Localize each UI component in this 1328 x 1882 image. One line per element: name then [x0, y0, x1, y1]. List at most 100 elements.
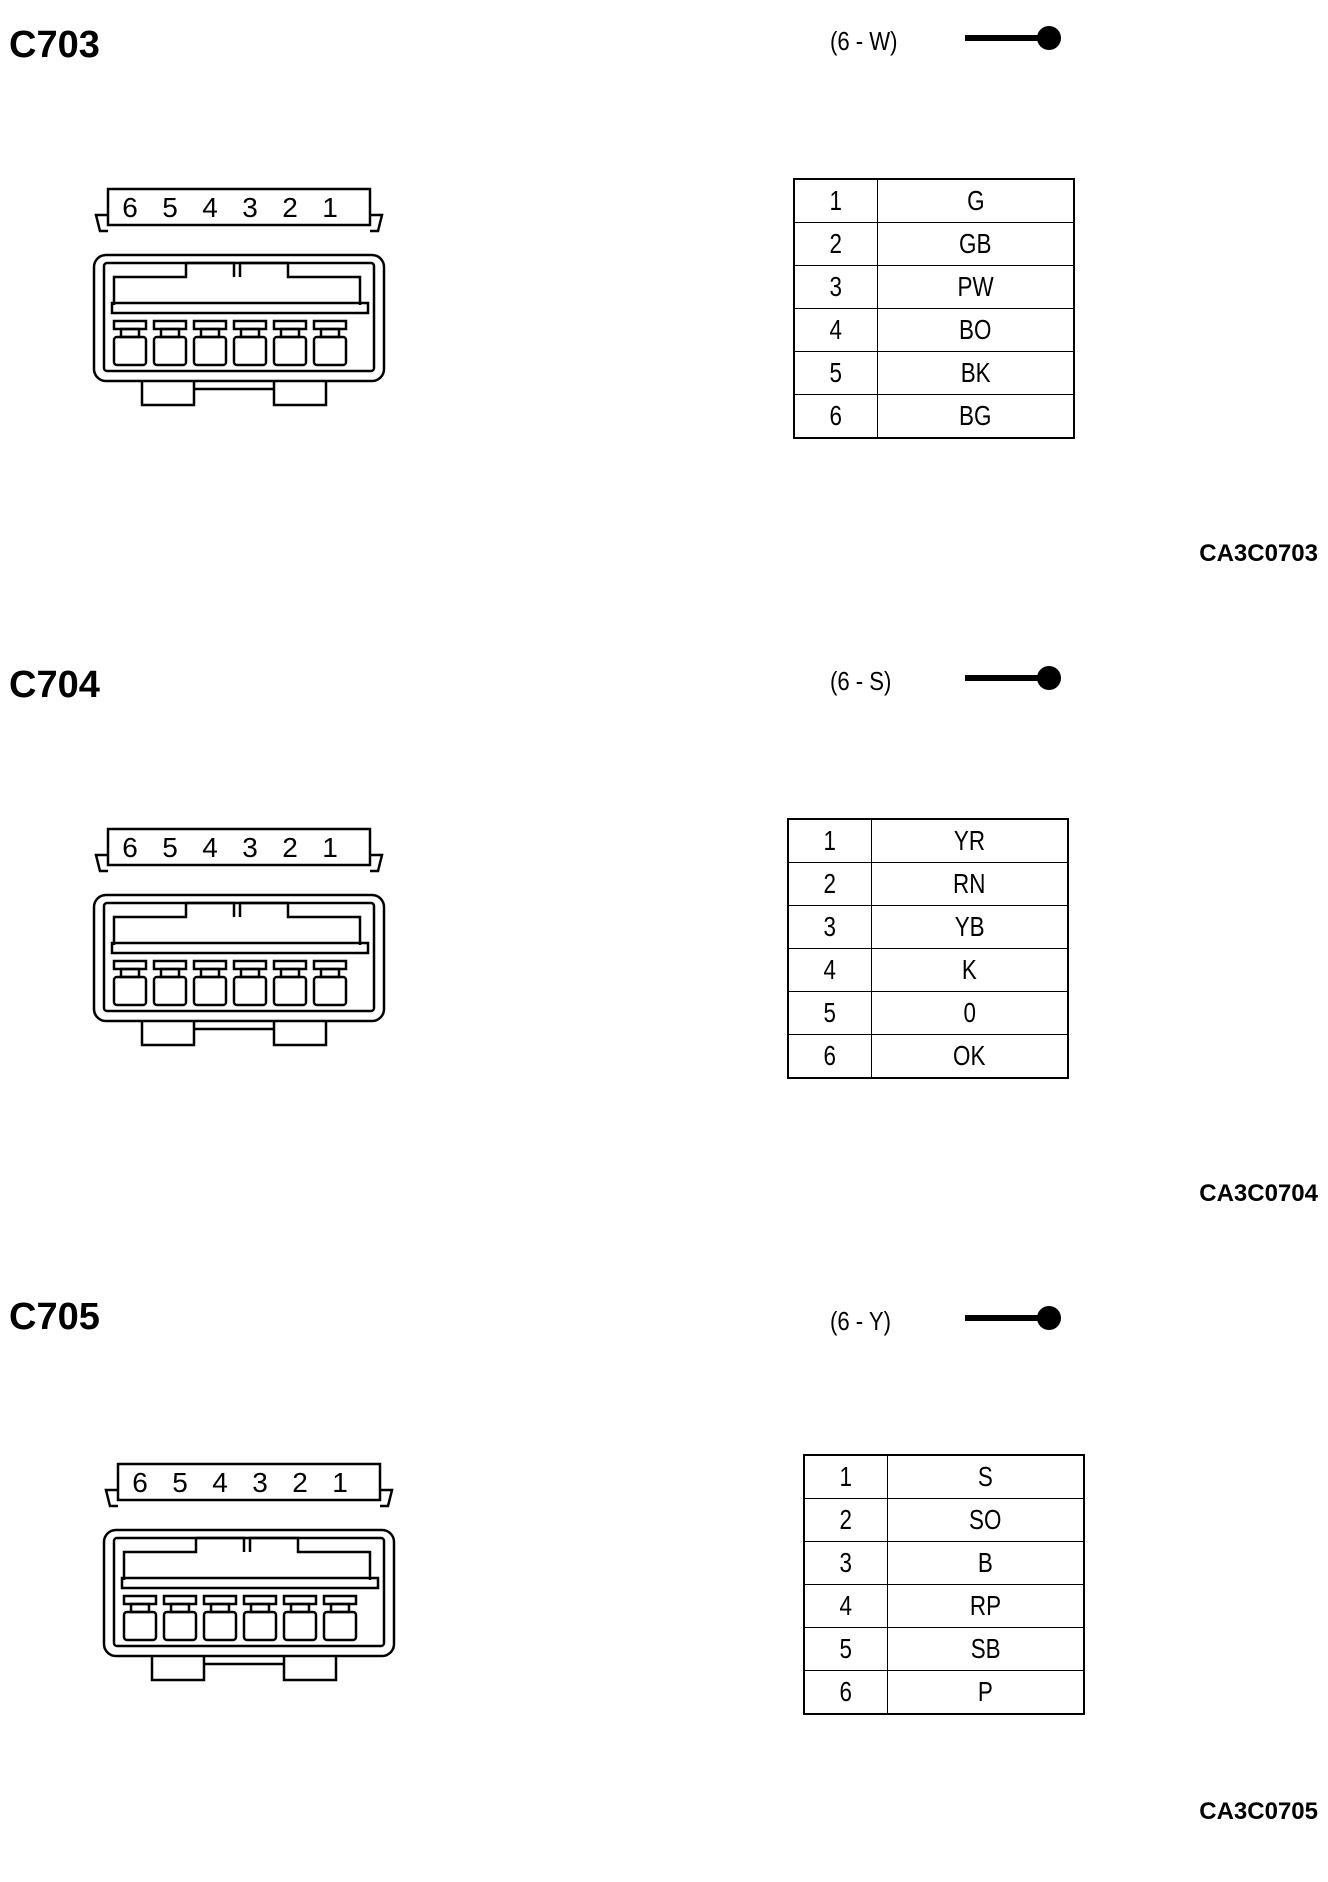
wire-color-code: SO	[969, 1504, 1002, 1535]
figure-reference-code: CA3C0704	[1199, 1180, 1318, 1207]
pin-cell: 6	[793, 394, 878, 439]
pin-cavity	[322, 1594, 358, 1642]
pin-cavity	[272, 959, 308, 1007]
wire-color-cell: SO	[887, 1498, 1085, 1542]
pin-number: 3	[829, 271, 843, 302]
pin-number: 6	[839, 1676, 853, 1707]
pin-number: 2	[839, 1504, 853, 1535]
table-row: 4 RP	[803, 1584, 1085, 1628]
pin-cell: 3	[803, 1541, 888, 1585]
pin-number: 2	[829, 228, 843, 259]
connector-id: C703	[9, 24, 100, 66]
table-row: 6 BG	[793, 394, 1075, 439]
table-row: 6 OK	[787, 1034, 1069, 1079]
pin-number-label: 5	[162, 832, 178, 863]
wire-color-cell: BK	[877, 351, 1075, 395]
pin-number-label: 2	[282, 192, 298, 223]
pin-cavity	[192, 959, 228, 1007]
page: { "connectors": [ { "id": "C703", "spec"…	[0, 10, 1328, 1825]
pin-number: 5	[839, 1633, 853, 1664]
probe-pin-icon	[965, 26, 1061, 50]
pin-number: 1	[829, 185, 843, 216]
wire-color-code: BG	[959, 400, 992, 431]
table-row: 5 SB	[803, 1627, 1085, 1671]
pin-cell: 1	[787, 818, 872, 863]
wire-color-code: S	[978, 1461, 993, 1492]
wire-color-cell: GB	[877, 222, 1075, 266]
pin-number-label: 1	[322, 832, 338, 863]
pin-number: 1	[839, 1461, 853, 1492]
table-row: 2 RN	[787, 862, 1069, 906]
pin-number-label: 6	[122, 832, 138, 863]
pin-cell: 5	[793, 351, 878, 395]
pin-cavity	[202, 1594, 238, 1642]
pin-cell: 2	[793, 222, 878, 266]
wire-color-cell: RP	[887, 1584, 1085, 1628]
pin-number-label: 5	[162, 192, 178, 223]
pin-number: 2	[823, 868, 837, 899]
wire-color-cell: PW	[877, 265, 1075, 309]
pin-number: 4	[839, 1590, 853, 1621]
wire-color-code: B	[978, 1547, 993, 1578]
probe-pin-icon	[965, 1306, 1061, 1330]
pin-number: 5	[823, 997, 837, 1028]
wire-color-code: K	[962, 954, 977, 985]
wire-color-code: BK	[960, 357, 991, 388]
wire-color-code: RP	[969, 1590, 1002, 1621]
pin-cell: 1	[803, 1454, 888, 1499]
connector-spec: (6 - S)	[830, 666, 892, 696]
pin-number: 3	[839, 1547, 853, 1578]
probe-pin-icon	[965, 666, 1061, 690]
wire-color-cell: S	[887, 1454, 1085, 1499]
pin-cavity	[312, 319, 348, 367]
pin-cavity	[162, 1594, 198, 1642]
wire-color-code: PW	[957, 271, 994, 302]
wire-color-code: G	[966, 185, 985, 216]
pin-cavity	[282, 1594, 318, 1642]
pin-cavity	[242, 1594, 278, 1642]
wire-color-code: P	[978, 1676, 993, 1707]
pin-number: 6	[823, 1040, 837, 1071]
pin-number-label: 1	[332, 1467, 348, 1498]
wire-color-cell: RN	[871, 862, 1069, 906]
wire-color-cell: BO	[877, 308, 1075, 352]
wire-color-cell: SB	[887, 1627, 1085, 1671]
pin-number: 1	[823, 825, 837, 856]
pin-cavity	[232, 959, 268, 1007]
pin-number: 5	[829, 357, 843, 388]
wire-color-code: 0	[963, 997, 976, 1028]
wire-color-cell: B	[887, 1541, 1085, 1585]
pin-number-label: 5	[172, 1467, 188, 1498]
pin-cavity	[152, 959, 188, 1007]
pin-cavity	[312, 959, 348, 1007]
wire-color-cell: OK	[871, 1034, 1069, 1079]
figure-reference-code: CA3C0703	[1199, 540, 1318, 567]
table-row: 2 SO	[803, 1498, 1085, 1542]
pin-cell: 2	[787, 862, 872, 906]
pin-cavity	[122, 1594, 158, 1642]
connector-spec: (6 - Y)	[830, 1306, 892, 1336]
wire-color-code: BO	[959, 314, 992, 345]
pin-number-label: 3	[252, 1467, 268, 1498]
pin-cavity	[152, 319, 188, 367]
figure-reference-code: CA3C0705	[1199, 1798, 1318, 1825]
pin-cell: 6	[787, 1034, 872, 1079]
pin-number-label: 1	[322, 192, 338, 223]
wire-color-code: OK	[953, 1040, 986, 1071]
pin-number-label: 4	[202, 192, 218, 223]
pin-cell: 2	[803, 1498, 888, 1542]
